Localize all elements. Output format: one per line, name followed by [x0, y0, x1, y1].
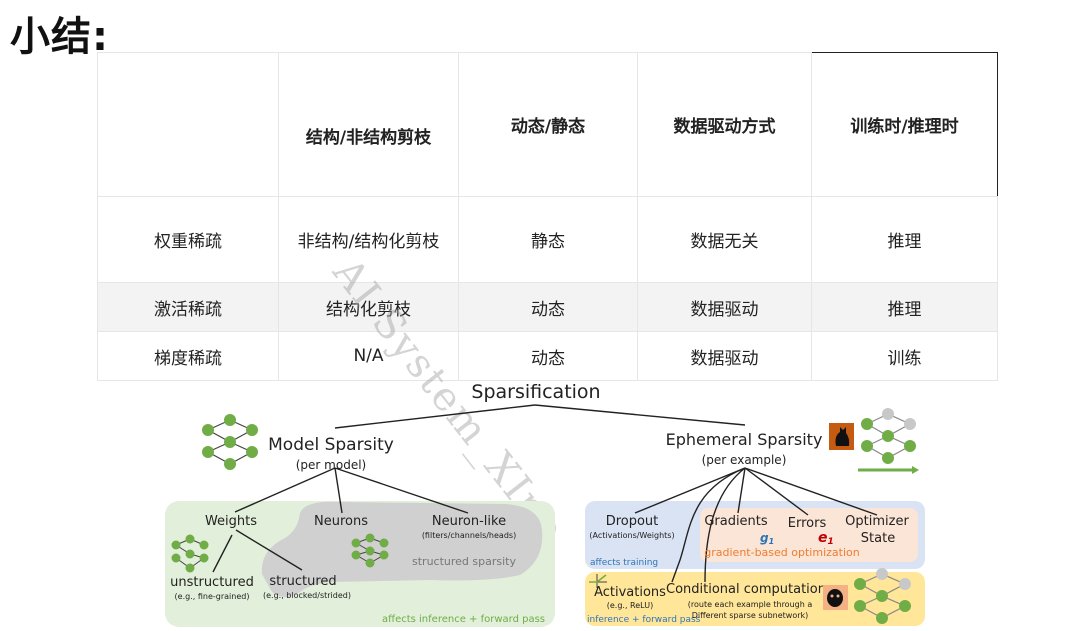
model-network-icon	[202, 414, 258, 470]
table-cell: 结构化剪枝	[278, 282, 459, 332]
optimizer-label: Optimizer	[845, 514, 909, 529]
affects-inference-label: affects inference + forward pass	[382, 614, 545, 625]
table-header-cell: 数据驱动方式	[637, 52, 812, 197]
table-cell: 数据驱动	[637, 282, 812, 332]
table-header-cell	[97, 52, 279, 197]
table-cell: N/A	[278, 331, 459, 381]
affects-training-label: affects training	[590, 558, 658, 568]
model-sparsity-label: Model Sparsity	[268, 435, 394, 455]
dropout-label: Dropout	[606, 514, 659, 529]
errors-label: Errors	[788, 516, 827, 531]
g1-symbol: g1	[760, 531, 774, 546]
table-cell: 推理	[811, 282, 998, 332]
structured-sparsity-label: structured sparsity	[412, 555, 516, 568]
neurons-label: Neurons	[314, 514, 368, 529]
table-cell: 非结构/结构化剪枝	[278, 196, 459, 283]
unstructured-label: unstructured	[170, 575, 254, 590]
weights-network-icon	[171, 534, 209, 573]
ephemeral-network-icon	[858, 408, 919, 474]
table-row: 权重稀疏 非结构/结构化剪枝 静态 数据无关 推理	[97, 196, 998, 283]
slide-title: 小结:	[10, 14, 109, 60]
conditional-sub2: Different sparse subnetwork)	[692, 611, 809, 620]
structured-sparsity-blob	[261, 501, 543, 597]
ephemeral-sparsity-label: Ephemeral Sparsity	[666, 430, 823, 449]
neuron-like-label: Neuron-like	[432, 514, 506, 529]
inference-forward-label: inference + forward pass	[587, 615, 701, 625]
table-cell: 训练	[811, 331, 998, 381]
table-header-cell: 动态/静态	[458, 52, 638, 197]
table-cell: 梯度稀疏	[97, 331, 279, 381]
table-cell: 推理	[811, 196, 998, 283]
weights-label: Weights	[205, 514, 257, 529]
activations-sub: (e.g., ReLU)	[607, 601, 653, 610]
table-header-cell: 训练时/推理时	[811, 52, 998, 197]
structured-sub: (e.g., blocked/strided)	[263, 591, 351, 600]
conditional-sub1: (route each example through a	[688, 600, 813, 609]
model-sparsity-sub: (per model)	[296, 458, 366, 472]
gradients-label: Gradients	[704, 514, 768, 529]
table-cell: 数据驱动	[637, 331, 812, 381]
activation-axes-icon	[589, 574, 607, 588]
table-cell: 动态	[458, 282, 638, 332]
table-cell: 静态	[458, 196, 638, 283]
neuron-like-sub: (filters/channels/heads)	[422, 531, 516, 540]
cat-icon	[829, 423, 854, 450]
table-header-row: 结构/非结构剪枝 动态/静态 数据驱动方式 训练时/推理时	[97, 52, 998, 197]
dropout-sub: (Activations/Weights)	[589, 531, 674, 540]
activations-label: Activations	[594, 585, 666, 600]
unstructured-sub: (e.g., fine-grained)	[175, 592, 250, 601]
table-cell: 权重稀疏	[97, 196, 279, 283]
conditional-label: Conditional computation	[666, 582, 826, 597]
conditional-network-icon	[854, 568, 911, 624]
ephemeral-sparsity-sub: (per example)	[702, 453, 787, 467]
sparsification-diagram: Sparsification Model Sparsity (per model…	[165, 381, 925, 627]
optimizer-state-label: State	[861, 531, 895, 546]
table-row: 激活稀疏 结构化剪枝 动态 数据驱动 推理	[97, 282, 998, 332]
structured-label: structured	[269, 574, 336, 589]
root-label: Sparsification	[471, 381, 600, 403]
tree-connectors	[212, 404, 878, 583]
table-cell: 数据无关	[637, 196, 812, 283]
e1-symbol: e1	[818, 530, 834, 547]
gradient-optimization-region	[700, 508, 918, 562]
neurons-network-icon	[351, 533, 389, 568]
dog-icon	[823, 585, 848, 610]
table-cell: 激活稀疏	[97, 282, 279, 332]
summary-table: 结构/非结构剪枝 动态/静态 数据驱动方式 训练时/推理时 权重稀疏 非结构/结…	[97, 52, 998, 381]
gradient-based-label: gradient-based optimization	[704, 546, 859, 559]
table-header-cell: 结构/非结构剪枝	[278, 52, 459, 197]
table-row: 梯度稀疏 N/A 动态 数据驱动 训练	[97, 331, 998, 381]
